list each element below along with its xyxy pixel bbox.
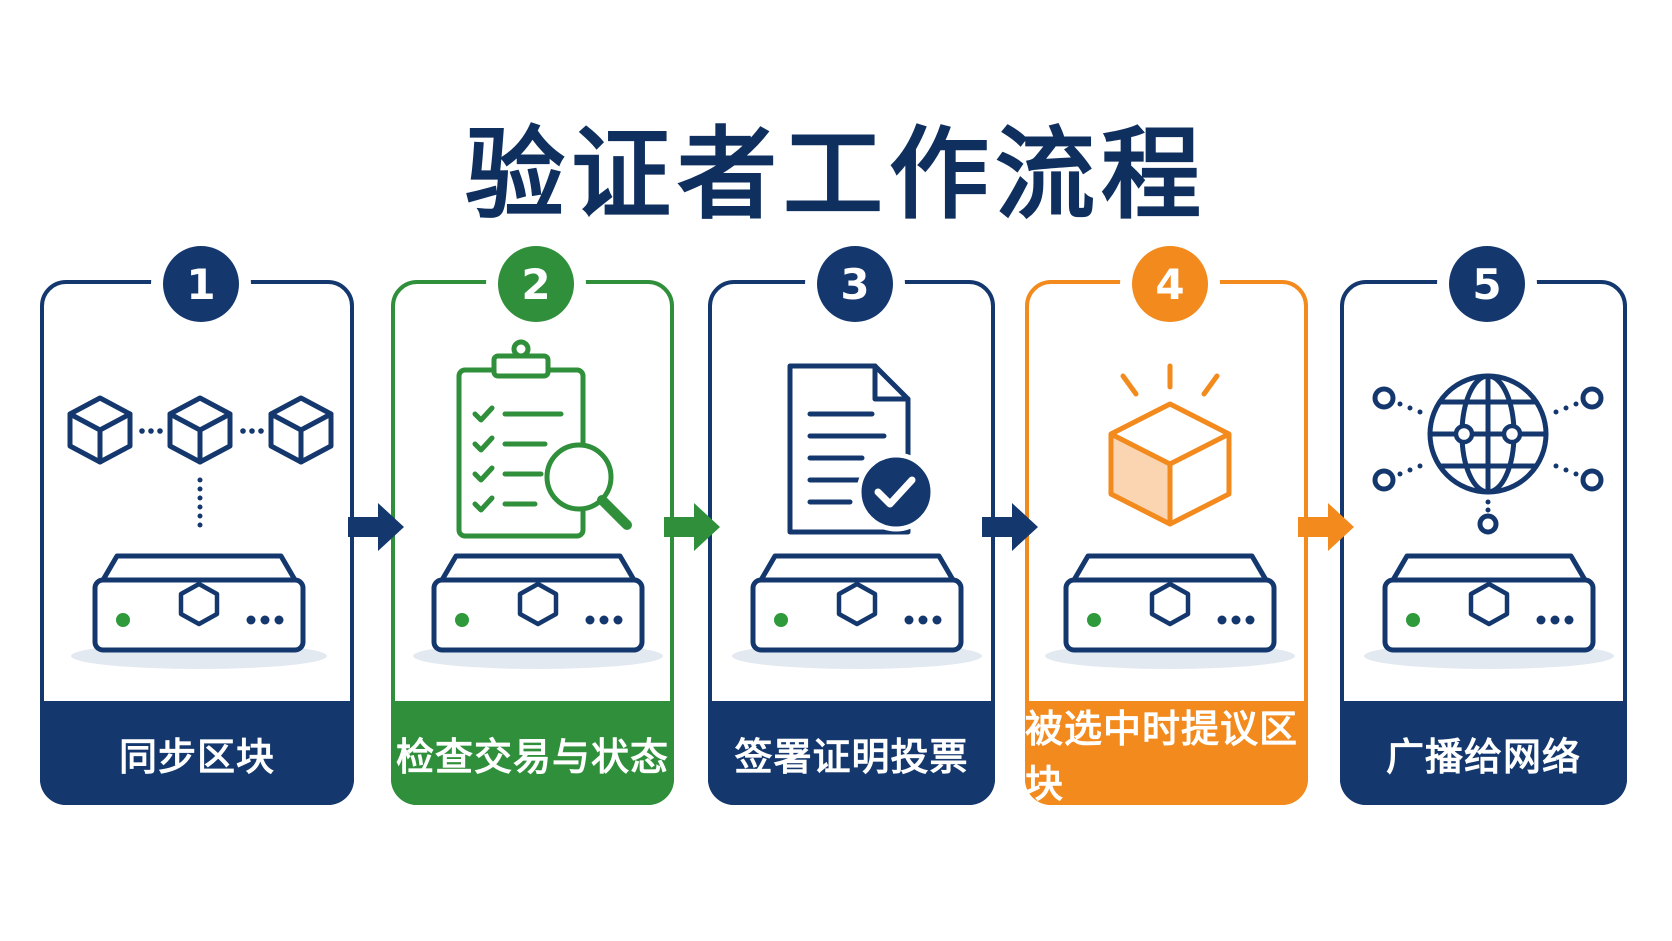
validator-node [732,553,982,669]
validator-node [1045,553,1295,669]
step-card-1: 1 同步区块 [40,246,354,805]
arrow-right-icon [982,503,1038,551]
step-label-2: 检查交易与状态 [395,734,669,779]
step-label-1: 同步区块 [118,734,275,779]
step-card-4: 4 被选中时提议区块 [1025,246,1308,806]
arrow-right-icon [664,503,720,551]
step-card-2: 2 检查交易与状态 [391,246,674,805]
arrow-right-icon [348,503,404,551]
step-badge-2: 2 [498,246,574,322]
step-badge-4: 4 [1132,246,1208,322]
step-label-4: 被选中时提议区块 [1025,707,1299,806]
step-label-5: 广播给网络 [1385,734,1581,779]
step-number-2: 2 [521,259,551,309]
clipboard-magnifier-icon [413,339,663,669]
step-footer-2: 检查交易与状态 [391,701,674,805]
validator-node [71,553,327,669]
validator-node [413,553,663,669]
step-badge-3: 3 [817,246,893,322]
step-card-3: 3 签署证明投票 [708,246,995,805]
step-footer-3: 签署证明投票 [708,701,995,805]
step-number-3: 3 [840,259,870,309]
step-footer-1: 同步区块 [40,701,354,805]
blockchain-cubes-icon [67,395,334,669]
step-badge-5: 5 [1449,246,1525,322]
validator-node [1364,553,1614,669]
signed-document-icon [732,363,982,669]
step-footer-5: 广播给网络 [1340,701,1627,805]
step-footer-4: 被选中时提议区块 [1025,701,1308,806]
step-badge-1: 1 [163,246,239,322]
step-number-5: 5 [1472,259,1502,309]
arrow-right-icon [1298,503,1354,551]
step-number-4: 4 [1155,259,1185,309]
step-card-5: 5 广播给网络 [1340,246,1627,805]
globe-network-icon [1364,373,1614,669]
glowing-block-icon [1045,363,1295,669]
step-label-3: 签署证明投票 [734,734,969,779]
step-number-1: 1 [186,259,216,309]
page-title: 验证者工作流程 [465,116,1207,233]
